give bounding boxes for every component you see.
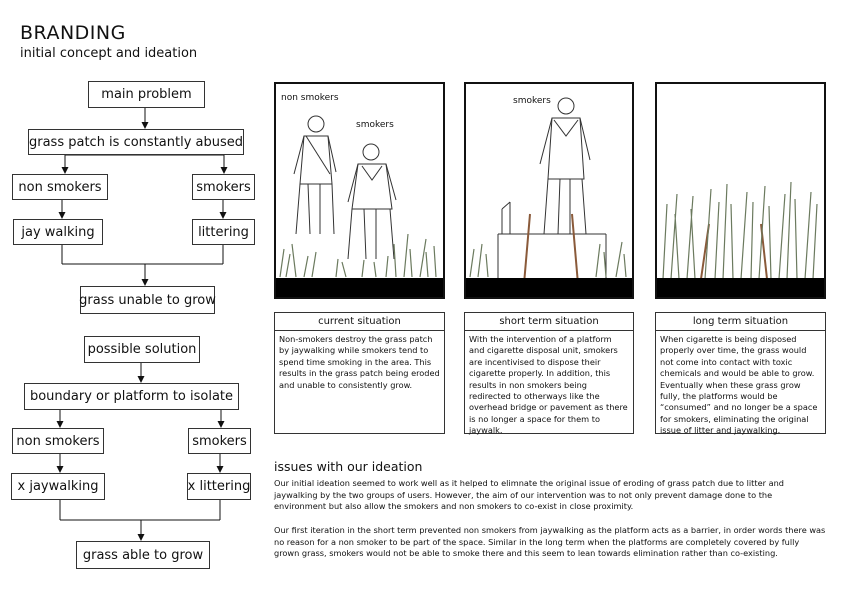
card-short-text: With the intervention of a platform and …	[465, 331, 633, 437]
flow-non-smokers: non smokers	[12, 174, 108, 200]
flow-x-jaywalking: x jaywalking	[11, 473, 105, 500]
card-current-text: Non-smokers destroy the grass patch by j…	[275, 331, 444, 391]
card-long-title: long term situation	[656, 313, 825, 331]
people-walking-drawing	[276, 84, 443, 297]
card-long-term-situation: long term situation When cigarette is be…	[655, 312, 826, 434]
smoker-platform-drawing	[466, 84, 632, 297]
flow-grass-unable: grass unable to grow	[80, 286, 215, 314]
card-short-term-situation: short term situation With the interventi…	[464, 312, 634, 434]
illustration-short-term: smokers	[464, 82, 634, 299]
issues-paragraph-1: Our initial ideation seemed to work well…	[274, 478, 826, 513]
illustration-current: non smokers smokers	[274, 82, 445, 299]
flow-boundary: boundary or platform to isolate	[24, 383, 239, 410]
flow-possible-solution: possible solution	[84, 336, 200, 363]
issues-paragraph-2: Our first iteration in the short term pr…	[274, 525, 826, 560]
flow-littering: littering	[192, 219, 255, 245]
flow-grass-able: grass able to grow	[76, 541, 210, 569]
flow-smokers: smokers	[192, 174, 255, 200]
issues-heading: issues with our ideation	[274, 459, 422, 474]
illustration-long-term	[655, 82, 826, 299]
flow-x-littering: x littering	[187, 473, 251, 500]
card-current-situation: current situation Non-smokers destroy th…	[274, 312, 445, 434]
card-current-title: current situation	[275, 313, 444, 331]
flow-jay-walking: jay walking	[13, 219, 103, 245]
card-long-text: When cigarette is being disposed properl…	[656, 331, 825, 437]
card-short-title: short term situation	[465, 313, 633, 331]
flow-issue: grass patch is constantly abused	[28, 129, 244, 155]
flow-smokers-2: smokers	[188, 428, 251, 454]
tall-grass-drawing	[657, 84, 824, 297]
flow-non-smokers-2: non smokers	[12, 428, 104, 454]
flow-main-problem: main problem	[88, 81, 205, 108]
